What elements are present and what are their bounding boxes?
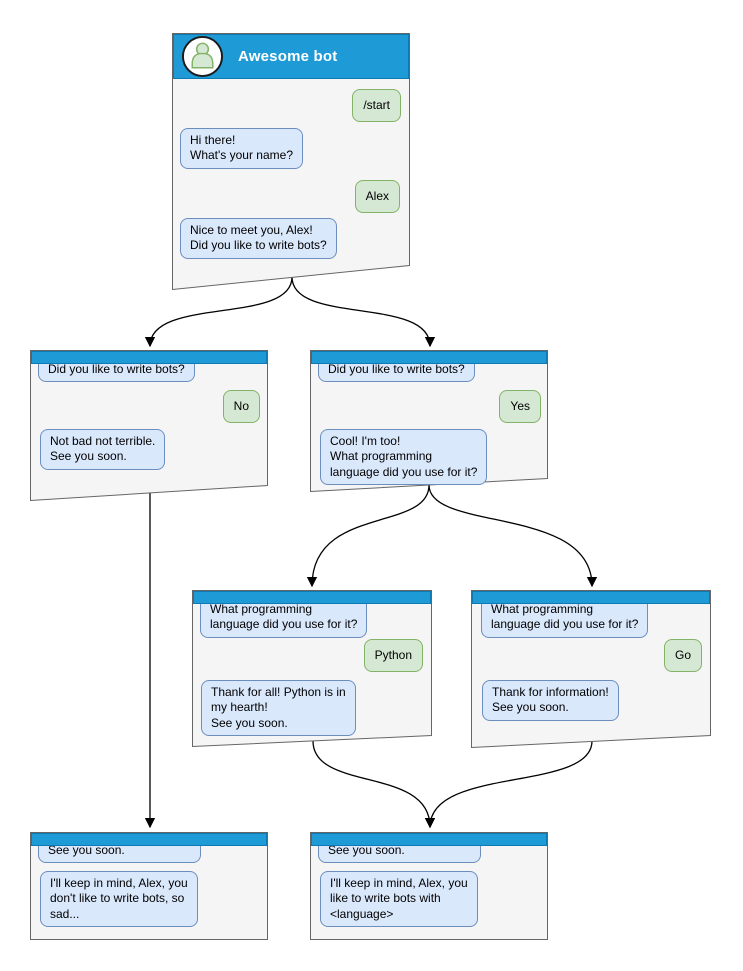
- bot-message-bubble: Thank for all! Python is in my hearth! S…: [201, 680, 356, 737]
- chat-window-python: What programming language did you use fo…: [192, 590, 432, 747]
- edge-go-to-end: [424, 740, 593, 829]
- bot-message-bubble: Thank for information! See you soon.: [482, 680, 619, 721]
- user-message-bubble: No: [222, 390, 260, 424]
- user-message-bubble: /start: [352, 89, 401, 123]
- chat-window-go: What programming language did you use fo…: [471, 590, 711, 748]
- bot-message-bubble: Did you like to write bots?: [318, 357, 475, 383]
- bot-avatar-icon: [181, 35, 224, 78]
- edge-start-to-yes: [291, 276, 436, 348]
- bot-message-bubble: I'll keep in mind, Alex, you don't like …: [40, 871, 198, 928]
- chat-window-end-no: See you soon. I'll keep in mind, Alex, y…: [30, 832, 268, 940]
- bot-message-bubble: Hi there! What's your name?: [180, 128, 304, 169]
- bot-message-bubble: Cool! I'm too! What programming language…: [320, 429, 488, 486]
- bot-message-bubble: Not bad not terrible. See you soon.: [40, 429, 166, 470]
- bot-message-bubble: I'll keep in mind, Alex, you like to wri…: [320, 871, 478, 928]
- user-message-bubble: Alex: [354, 180, 400, 214]
- edge-start-to-no: [144, 276, 293, 348]
- window-titlebar: [472, 591, 710, 604]
- edge-yes-to-go: [428, 484, 598, 588]
- window-titlebar: Awesome bot: [173, 34, 409, 79]
- window-titlebar: [311, 833, 547, 846]
- chat-window-branch-yes: Did you like to write bots? Yes Cool! I'…: [310, 350, 548, 492]
- window-titlebar: [31, 351, 267, 364]
- window-titlebar: [193, 591, 431, 604]
- chat-window-branch-no: Did you like to write bots? No Not bad n…: [30, 350, 268, 501]
- user-message-bubble: Yes: [499, 390, 541, 424]
- bot-title: Awesome bot: [238, 48, 338, 65]
- user-message-bubble: Go: [663, 639, 702, 673]
- edge-python-to-end: [312, 740, 436, 829]
- window-titlebar: [311, 351, 547, 364]
- user-message-bubble: Python: [363, 639, 423, 673]
- window-titlebar: [31, 833, 267, 846]
- edge-yes-to-python: [306, 484, 430, 588]
- chat-window-start: Awesome bot /start Hi there! What's your…: [172, 33, 410, 290]
- bot-message-bubble: Nice to meet you, Alex! Did you like to …: [180, 218, 337, 259]
- chat-window-end-language: See you soon. I'll keep in mind, Alex, y…: [310, 832, 548, 940]
